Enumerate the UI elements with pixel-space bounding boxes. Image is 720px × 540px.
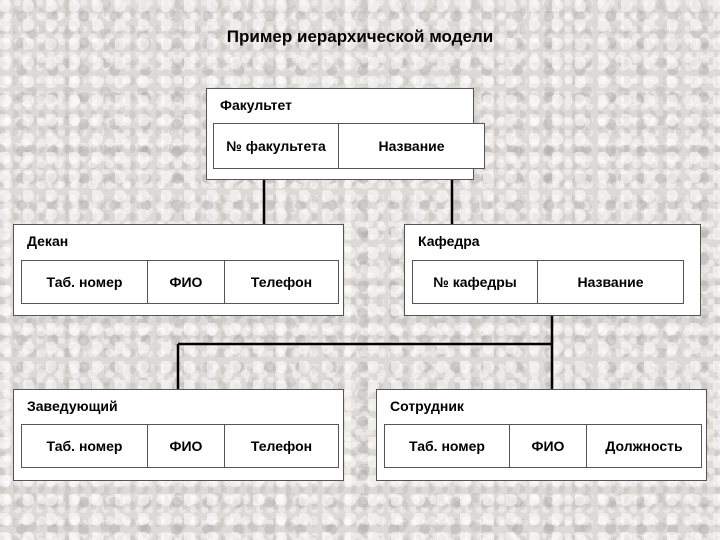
field-dean-phone: Телефон <box>224 261 338 303</box>
entity-department: Кафедра № кафедры Название <box>404 224 701 316</box>
entity-employee-title: Сотрудник <box>390 398 464 414</box>
field-faculty-name: Название <box>338 124 484 168</box>
entity-faculty-fields: № факультета Название <box>213 123 485 169</box>
field-head-fio: ФИО <box>147 425 224 467</box>
field-head-tab-number: Таб. номер <box>46 438 123 454</box>
field-faculty-number: № факультета <box>226 138 326 154</box>
entity-head: Заведующий Таб. номер ФИО Телефон <box>13 389 344 481</box>
entity-department-fields: № кафедры Название <box>412 260 684 304</box>
entity-faculty: Факультет № факультета Название <box>206 88 485 180</box>
entity-department-title: Кафедра <box>418 233 480 249</box>
field-dean-fio: ФИО <box>147 261 224 303</box>
field-dean-tab-number: Таб. номер <box>46 274 123 290</box>
entity-dean-title: Декан <box>27 233 69 249</box>
entity-dean: Декан Таб. номер ФИО Телефон <box>13 224 344 316</box>
entity-employee: Сотрудник Таб. номер ФИО Должность <box>376 389 707 481</box>
field-head-phone: Телефон <box>224 425 338 467</box>
entity-dean-fields: Таб. номер ФИО Телефон <box>21 260 339 304</box>
field-employee-position: Должность <box>586 425 701 467</box>
field-department-name: Название <box>537 261 683 303</box>
entity-head-title: Заведующий <box>27 398 118 414</box>
entity-faculty-title: Факультет <box>220 97 292 113</box>
entity-head-fields: Таб. номер ФИО Телефон <box>21 424 339 468</box>
field-department-number: № кафедры <box>433 274 517 290</box>
entity-employee-fields: Таб. номер ФИО Должность <box>384 424 702 468</box>
field-employee-fio: ФИО <box>509 425 586 467</box>
field-employee-tab-number: Таб. номер <box>409 438 485 454</box>
diagram-title: Пример иерархической модели <box>226 27 494 46</box>
